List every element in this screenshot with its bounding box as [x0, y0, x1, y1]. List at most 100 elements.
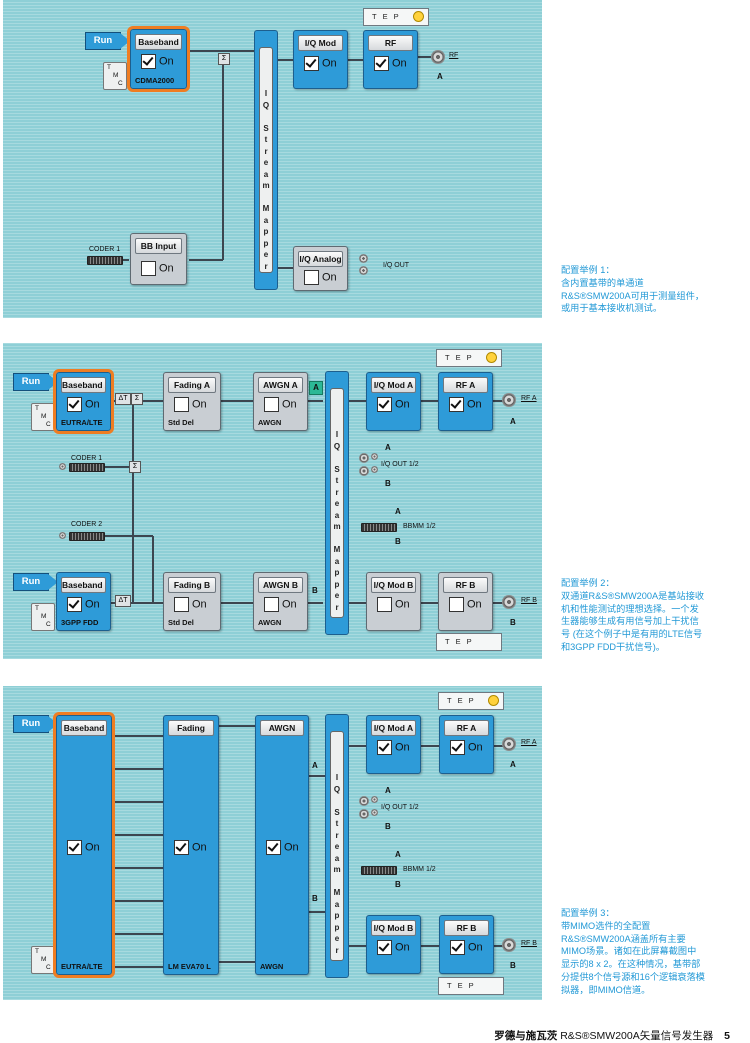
run-b-button[interactable]: Run — [13, 573, 59, 591]
iq-mod-a-on-toggle[interactable]: On — [377, 397, 410, 412]
awgn-b-block[interactable]: AWGN B On AWGN — [253, 572, 308, 631]
tep-indicator[interactable]: TEP — [363, 8, 429, 26]
awgn-b-on-toggle[interactable]: On — [264, 597, 297, 612]
iq-mod-b-on-toggle[interactable]: On — [377, 597, 410, 612]
checkbox-icon[interactable] — [67, 840, 82, 855]
awgn-on-toggle[interactable]: On — [266, 840, 299, 855]
rf-on-toggle[interactable]: On — [374, 56, 407, 71]
checkbox-icon[interactable] — [304, 56, 319, 71]
iq-mod-a-on-toggle[interactable]: On — [377, 740, 410, 755]
rf-b-block[interactable]: RF B On — [438, 572, 493, 631]
checkbox-icon[interactable] — [266, 840, 281, 855]
iq-out-label: I/Q OUT — [383, 262, 410, 269]
checkbox-icon[interactable] — [174, 840, 189, 855]
run-button[interactable]: Run — [13, 715, 59, 733]
coder2-label: CODER 2 — [71, 521, 103, 528]
checkbox-icon[interactable] — [377, 397, 392, 412]
footer-brand: 罗德与施瓦茨 — [494, 1030, 558, 1042]
iq-stream-mapper[interactable]: I Q S t r e a m M a p p e r — [254, 30, 278, 290]
checkbox-icon[interactable] — [141, 261, 156, 276]
iq-out-connector-icon[interactable] — [359, 266, 368, 275]
iq-mod-a-block[interactable]: I/Q Mod A On — [366, 715, 421, 774]
checkbox-icon[interactable] — [450, 740, 465, 755]
rf-a-connector-icon[interactable] — [502, 737, 516, 751]
checkbox-icon[interactable] — [377, 597, 392, 612]
checkbox-icon[interactable] — [377, 740, 392, 755]
iq-mod-a-block[interactable]: I/Q Mod A On — [366, 372, 421, 431]
baseband-on-toggle[interactable]: On — [67, 840, 100, 855]
checkbox-icon[interactable] — [264, 597, 279, 612]
fading-block[interactable]: Fading On LM EVA70 L — [163, 715, 219, 975]
checkbox-icon[interactable] — [377, 940, 392, 955]
checkbox-icon[interactable] — [264, 397, 279, 412]
tep-a-indicator[interactable]: TEP — [436, 349, 502, 367]
awgn-a-block[interactable]: AWGN A On AWGN — [253, 372, 308, 431]
baseband-a-on-toggle[interactable]: On — [67, 397, 100, 412]
iq-stream-mapper[interactable]: I Q S t r e a m M a p p e r — [325, 371, 349, 635]
checkbox-icon[interactable] — [450, 940, 465, 955]
iq-analog-block[interactable]: I/Q Analog On — [293, 246, 348, 291]
checkbox-icon[interactable] — [174, 597, 189, 612]
checkbox-icon[interactable] — [67, 597, 82, 612]
fading-b-on-toggle[interactable]: On — [174, 597, 207, 612]
baseband-a-block[interactable]: Baseband A On EUTRA/LTE — [53, 369, 114, 434]
fading-a-on-toggle[interactable]: On — [174, 397, 207, 412]
tmc-icon[interactable]: T M C — [31, 403, 55, 431]
fading-a-block[interactable]: Fading A On Std Del — [163, 372, 221, 431]
checkbox-icon[interactable] — [449, 397, 464, 412]
sum-icon: Σ — [218, 53, 230, 65]
rf-b-connector-icon[interactable] — [502, 938, 516, 952]
baseband-on-toggle[interactable]: On — [141, 54, 174, 69]
tmc-icon[interactable]: T M C — [103, 62, 127, 90]
rf-b-block[interactable]: RF B On — [439, 915, 494, 974]
rf-block[interactable]: RF On — [363, 30, 418, 89]
awgn-block[interactable]: AWGN On AWGN — [255, 715, 309, 975]
rf-a-on-toggle[interactable]: On — [449, 397, 482, 412]
fading-b-block[interactable]: Fading B On Std Del — [163, 572, 221, 631]
baseband-b-block[interactable]: Baseband B On 3GPP FDD — [56, 572, 111, 631]
tmc-icon[interactable]: T M C — [31, 946, 55, 974]
rf-a-block[interactable]: RF A On — [439, 715, 494, 774]
checkbox-icon[interactable] — [67, 397, 82, 412]
run-a-button[interactable]: Run — [13, 373, 59, 391]
rf-a-connector-icon[interactable] — [502, 393, 516, 407]
tmc-icon[interactable]: T M C — [31, 603, 55, 631]
iq-mod-title: I/Q Mod — [298, 35, 343, 51]
iq-mod-on-toggle[interactable]: On — [304, 56, 337, 71]
rf-b-on-toggle[interactable]: On — [450, 940, 483, 955]
iq-mod-b-block[interactable]: I/Q Mod B On — [366, 915, 421, 974]
awgn-a-on-toggle[interactable]: On — [264, 397, 297, 412]
rf-a-on-toggle[interactable]: On — [450, 740, 483, 755]
fading-on-toggle[interactable]: On — [174, 840, 207, 855]
rf-connector-icon[interactable] — [431, 50, 445, 64]
run-button[interactable]: Run — [85, 32, 131, 50]
baseband-b-on-toggle[interactable]: On — [67, 597, 100, 612]
page-footer: 罗德与施瓦茨 R&S®SMW200A矢量信号发生器 5 — [494, 1028, 730, 1043]
rf-a-block[interactable]: RF A On — [438, 372, 493, 431]
iq-analog-on-toggle[interactable]: On — [304, 270, 337, 285]
checkbox-icon[interactable] — [374, 56, 389, 71]
mapper-label: I Q S t r e a m M a p p e r — [333, 430, 341, 612]
tep-b-indicator[interactable]: TEP — [436, 633, 502, 651]
bb-input-block[interactable]: BB Input On — [130, 233, 187, 285]
iq-out-connector-icon[interactable] — [359, 809, 369, 819]
iq-out-connector-icon[interactable] — [359, 254, 368, 263]
iq-out-connector-icon[interactable] — [359, 466, 369, 476]
baseband-block[interactable]: Baseband On EUTRA/LTE — [53, 712, 115, 978]
tep-a-indicator[interactable]: TEP — [438, 692, 504, 710]
rf-b-connector-icon[interactable] — [502, 595, 516, 609]
baseband-block[interactable]: Baseband On CDMA2000 — [127, 26, 190, 92]
iq-out-connector-icon[interactable] — [359, 796, 369, 806]
checkbox-icon[interactable] — [449, 597, 464, 612]
checkbox-icon[interactable] — [174, 397, 189, 412]
tep-b-indicator[interactable]: TEP — [438, 977, 504, 995]
bb-input-on-toggle[interactable]: On — [141, 261, 174, 276]
iq-mod-block[interactable]: I/Q Mod On — [293, 30, 348, 89]
checkbox-icon[interactable] — [304, 270, 319, 285]
iq-mod-b-on-toggle[interactable]: On — [377, 940, 410, 955]
rf-b-on-toggle[interactable]: On — [449, 597, 482, 612]
checkbox-icon[interactable] — [141, 54, 156, 69]
iq-out-connector-icon[interactable] — [359, 453, 369, 463]
iq-stream-mapper[interactable]: I Q S t r e a m M a p p e r — [325, 714, 349, 978]
iq-mod-b-block[interactable]: I/Q Mod B On — [366, 572, 421, 631]
